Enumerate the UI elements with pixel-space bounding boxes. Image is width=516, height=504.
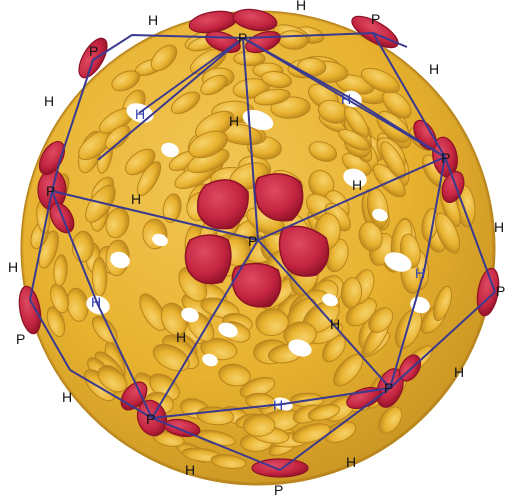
- label-p-lower-right: P: [384, 380, 393, 396]
- hexon: [253, 88, 291, 106]
- label-h-upper-left: H: [44, 93, 54, 109]
- label-p-bottom-left: P: [16, 331, 25, 347]
- hexon: [308, 141, 338, 162]
- label-h-right-top: H: [429, 61, 439, 77]
- hexon: [322, 335, 346, 363]
- label-h-right-lower: H: [454, 364, 464, 380]
- penton-subunit: [351, 15, 399, 49]
- hexon: [139, 293, 167, 331]
- label-p-top-right: P: [371, 11, 380, 27]
- label-h-inner-top-left: H: [135, 106, 145, 122]
- label-p-top: P: [238, 30, 247, 46]
- label-h-inner-lower-left: H: [91, 294, 101, 310]
- capsid-gap: [161, 142, 179, 158]
- hexon: [50, 283, 70, 314]
- capsid-gap: [288, 339, 312, 357]
- label-h-bottom-left: H: [185, 462, 195, 478]
- labels: P P P P P P P P P P H H H H H H H H H H …: [8, 0, 505, 498]
- hexon: [152, 343, 190, 372]
- hexon: [358, 221, 383, 252]
- label-p-center: P: [248, 233, 257, 249]
- hexon: [233, 51, 266, 67]
- hexon: [340, 277, 363, 309]
- hexon: [170, 91, 201, 115]
- label-p-right-edge: P: [441, 150, 450, 166]
- hexon: [46, 306, 66, 338]
- hexon: [111, 70, 141, 92]
- penton-subunit: [78, 37, 108, 79]
- capsid-gap: [384, 252, 412, 272]
- label-h-inner-left: H: [131, 191, 141, 207]
- label-p-lower-left: P: [146, 411, 155, 427]
- hexon: [255, 308, 289, 337]
- label-h-inner-lower-left2: H: [176, 329, 186, 345]
- label-h-left: H: [8, 259, 18, 275]
- hexon: [380, 141, 406, 180]
- hexon: [378, 406, 403, 434]
- penton-subunit: [163, 418, 201, 438]
- hexon: [91, 256, 108, 297]
- label-h-top-right: H: [296, 0, 306, 13]
- hexon: [97, 366, 128, 393]
- hexon: [296, 57, 327, 77]
- hexon: [85, 184, 116, 223]
- hexon: [105, 125, 131, 150]
- capsid-gap: [181, 307, 199, 323]
- hexon: [218, 363, 251, 387]
- label-h-inner-lower-right: H: [330, 316, 340, 332]
- label-p-right: P: [496, 283, 505, 299]
- hexon: [261, 71, 293, 89]
- hexon: [136, 161, 162, 196]
- capsid-gap: [343, 168, 367, 188]
- capsid-gap: [322, 293, 338, 307]
- label-h-inner-top-right: H: [341, 91, 351, 107]
- hexon: [53, 254, 68, 287]
- hexon: [434, 212, 461, 254]
- hexon: [200, 74, 228, 96]
- hexon: [432, 285, 453, 322]
- hexon: [368, 307, 394, 333]
- label-p-bottom: P: [274, 482, 283, 498]
- label-h-inner-top: H: [229, 113, 239, 129]
- symmetry-lines: [29, 31, 496, 471]
- label-h-right-mid: H: [494, 219, 504, 235]
- label-h-left-bottom: H: [62, 389, 72, 405]
- label-h-inner-right: H: [352, 177, 362, 193]
- label-p-upper-left: P: [89, 43, 98, 59]
- capsid-gap: [110, 251, 130, 269]
- penton-subunit: [232, 8, 278, 32]
- hexon: [338, 128, 370, 151]
- hexon: [307, 404, 341, 421]
- hexon: [150, 44, 178, 72]
- hexon: [382, 90, 412, 119]
- hexon: [162, 193, 182, 224]
- label-h-top: H: [148, 12, 158, 28]
- hexon: [343, 106, 370, 139]
- hexon: [360, 67, 400, 94]
- hexon: [292, 423, 331, 444]
- penton-subunit: [18, 285, 42, 335]
- hexon: [242, 414, 276, 437]
- label-h-inner-bottom: H: [273, 397, 283, 413]
- capsid-gap: [152, 233, 168, 247]
- hexon: [324, 421, 357, 444]
- label-h-bottom-right: H: [346, 454, 356, 470]
- capsid-gap: [202, 353, 218, 367]
- capsid-gap: [218, 322, 238, 338]
- capsid-gap: [372, 208, 388, 222]
- label-h-inner-right-mid: H: [415, 265, 425, 281]
- hexon: [188, 130, 228, 159]
- hexon: [210, 454, 247, 470]
- label-p-left: P: [46, 183, 55, 199]
- central-penton: [184, 173, 330, 308]
